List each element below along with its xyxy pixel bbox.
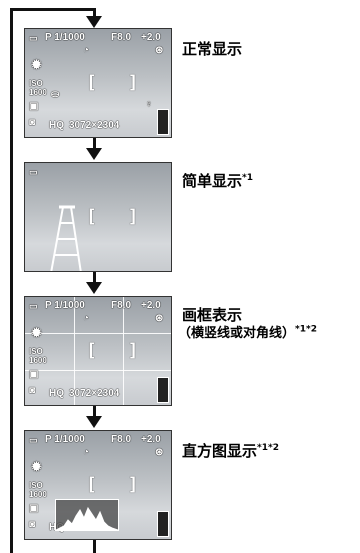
screen-frame-assist: ▭ P 1/1000 F8.0 +2.0 ◔ ⊛ ✹ [ ] ISO 1600 … [24,296,172,406]
arrow-stem-4 [93,540,96,553]
drive-icon: ▣ [29,369,39,380]
mode-label-frame: 画框表示 [182,306,243,324]
shutter-readout: P 1/1000 [45,300,85,311]
aperture-readout: F8.0 [111,300,132,311]
grid-vertical-2 [123,297,124,405]
memory-bar [157,377,169,403]
aperture-readout: F8.0 [111,32,132,43]
timer-icon: ◔ [83,447,90,458]
lifeguard-chair [50,205,82,271]
screen-histogram: ▭ P 1/1000 F8.0 +2.0 ◔ ⊛ ✹ [ ] ISO 1600 … [24,430,172,540]
arrow-stem-1 [93,138,96,152]
resolution-readout: 3072×2304 [69,388,120,399]
footnote-marker: *1*2 [257,443,279,453]
mode-sublabel-frame: （横竖线或对角线）*1*2 [178,322,317,341]
metering-icon: ◙ [29,385,36,396]
sun-icon: ✹ [31,459,42,474]
mode-sublabel-text: （横竖线或对角线） [178,326,296,341]
metering-icon: ◙ [29,117,36,128]
exposure-readout: +2.0 [141,300,161,311]
mic-icon: ♀ [145,99,153,110]
screen-normal: ▭ P 1/1000 F8.0 +2.0 ◔ ⊛ ✹ [ ] ISO 1600 … [24,28,172,138]
iso-readout: ISO 1600 [29,481,47,499]
grid-vertical-1 [74,297,75,405]
aperture-readout: F8.0 [111,434,132,445]
screen-simple: ▭ [ ] [24,162,172,272]
arrow-down-icon [86,282,102,294]
af-frame: [ ] [86,474,149,495]
loop-line-left [10,8,13,553]
battery-icon: ▭ [29,435,38,445]
footnote-marker: *1 [242,173,253,183]
histogram-graph [56,506,118,530]
mode-label-simple: 简单显示*1 [182,170,253,191]
mode-label-text: 简单显示 [182,172,243,190]
drive-icon: ▣ [29,101,39,112]
footnote-marker: *1*2 [295,324,317,335]
grid-horizontal-1 [25,333,171,334]
drive-icon: ▣ [29,503,39,514]
stabilizer-icon: ⊛ [155,313,164,324]
timer-icon: ◔ [83,313,90,324]
quality-readout: HQ [49,388,64,399]
loop-line-top [10,8,96,11]
battery-icon: ▭ [29,167,38,177]
grid-horizontal-2 [25,370,171,371]
shutter-readout: P 1/1000 [45,434,85,445]
arrow-stem-2 [93,272,96,286]
timer-icon: ◔ [83,45,90,56]
quality-readout: HQ [49,120,64,131]
memory-bar [157,511,169,537]
iso-readout: ISO 1600 [29,79,47,97]
af-frame: [ ] [86,340,149,361]
memory-bar [157,109,169,135]
af-frame: [ ] [86,206,149,227]
metering-icon: ◙ [29,519,36,530]
arrow-down-icon [86,16,102,28]
sun-icon: ✹ [31,57,42,72]
exposure-readout: +2.0 [141,32,161,43]
resolution-readout: 3072×2304 [69,120,120,131]
battery-icon: ▭ [29,33,38,43]
mode-label-normal: 正常显示 [182,40,243,58]
histogram-panel [55,499,119,531]
mode-label-histogram: 直方图显示*1*2 [182,440,279,461]
loop-line-down [93,8,96,22]
arrow-down-icon [86,148,102,160]
exposure-readout: +2.0 [141,434,161,445]
af-frame: [ ] [86,72,149,93]
stabilizer-icon: ⊛ [155,45,164,56]
iso-readout: ISO 1600 [29,347,47,365]
arrow-stem-3 [93,406,96,420]
stabilizer-icon: ⊛ [155,447,164,458]
mode-label-text: 直方图显示 [182,442,258,460]
arrow-down-icon [86,416,102,428]
sun-icon: ✹ [31,325,42,340]
battery-icon: ▭ [29,301,38,311]
camera-icon: ⛀ [51,89,60,100]
shutter-readout: P 1/1000 [45,32,85,43]
